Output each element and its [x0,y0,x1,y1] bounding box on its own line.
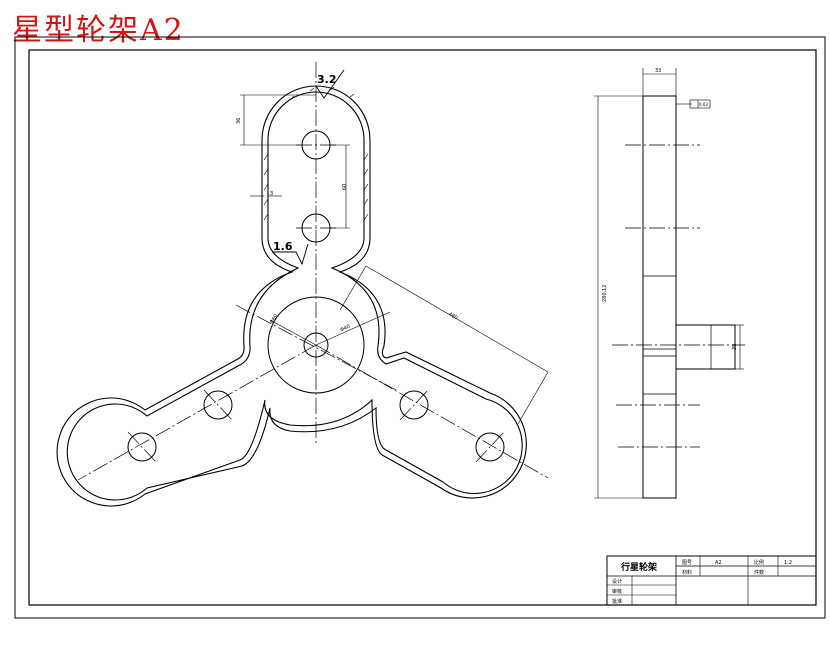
roughness-side: 1.6 [273,240,293,253]
side-height: 280.12 [602,285,608,303]
side-width: 33 [655,68,661,74]
front-view: 3.2 1.6 36 60 3 480 R60 Φ40 [56,62,549,507]
dim-hub: Φ40 [339,324,351,334]
label-count: 件数 [754,569,764,576]
dim-hole-spacing: 60 [342,184,348,190]
hole-left-2 [127,432,157,462]
label-approver: 批准 [612,598,622,605]
label-scale: 比例 [754,559,764,566]
drawing-title: 星型轮架A2 [12,13,185,48]
dim-wall: 3 [270,191,273,197]
hole-left-1 [203,390,233,420]
value-drawing-no: A2 [715,560,722,566]
outer-border [14,36,826,619]
inner-border [28,49,817,606]
dim-small-radius: R60 [269,313,279,325]
side-tolerance: 0.03 [699,102,708,107]
roughness-top: 3.2 [317,73,337,86]
label-material: 材料 [682,569,692,576]
hole-right-1 [399,390,429,420]
side-boss: 38 [732,344,738,350]
dim-arm-length: 480 [447,311,458,321]
label-checker: 审核 [612,588,622,595]
side-view: 33 280.12 38 0.03 [594,68,745,499]
value-scale: 1:2 [784,560,792,566]
label-designer: 设计 [612,578,622,585]
hole-right-2 [475,432,505,462]
label-drawing-no: 图号 [682,560,692,566]
dim-upper-pad: 36 [236,118,242,124]
title-block [606,555,817,606]
part-name: 行星轮架 [620,561,657,573]
